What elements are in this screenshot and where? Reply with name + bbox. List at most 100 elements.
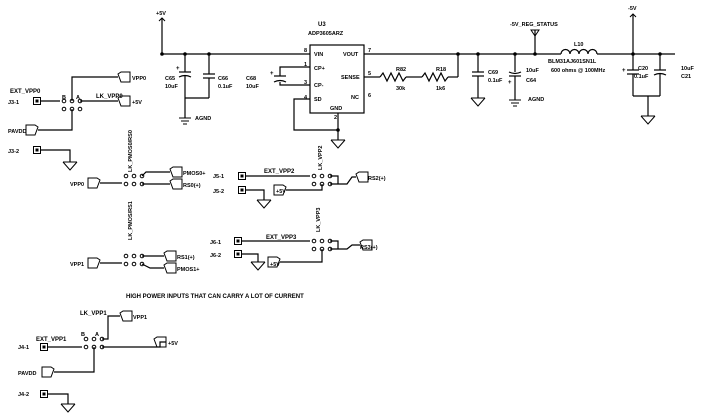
capacitor-c20: C20 0.1uF [627,54,649,96]
svg-text:J3-1: J3-1 [8,100,19,106]
svg-text:+: + [270,71,274,77]
svg-text:C21: C21 [681,74,691,80]
svg-text:CP+: CP+ [314,66,325,72]
svg-text:C64: C64 [526,78,537,84]
minus5v-label: -5V [628,6,637,12]
svg-text:J6-1: J6-1 [210,240,221,246]
svg-text:C66: C66 [218,76,228,82]
svg-text:RS3(+): RS3(+) [360,245,378,251]
svg-text:J5-2: J5-2 [213,189,224,195]
svg-text:600 ohms @ 100MHz: 600 ohms @ 100MHz [551,68,606,74]
svg-text:LK_VPP3: LK_VPP3 [316,208,322,232]
svg-text:B: B [81,332,85,338]
svg-text:VOUT: VOUT [343,52,359,58]
svg-text:3: 3 [304,80,307,86]
svg-text:8: 8 [304,48,307,54]
svg-text:U3: U3 [318,22,326,28]
svg-text:+: + [176,66,180,72]
svg-text:PMOS0+: PMOS0+ [183,171,205,177]
svg-text:VPP1: VPP1 [133,315,147,321]
svg-text:0.1uF: 0.1uF [488,78,503,84]
svg-text:+: + [508,80,512,86]
jumper-lk-pmos0-rs0: LK_PMOS0/RS0 VPP0 PMOS0+ RS0(+) [70,130,205,190]
svg-text:RS2(+): RS2(+) [368,176,386,182]
svg-text:J3-2: J3-2 [8,149,19,155]
plus5v-label: +5V [156,11,166,17]
svg-text:J5-1: J5-1 [213,174,224,180]
svg-text:LK_VPP2: LK_VPP2 [318,146,324,170]
svg-text:SENSE: SENSE [341,75,360,81]
svg-text:EXT_VPP3: EXT_VPP3 [266,235,297,241]
svg-text:VPP0: VPP0 [70,182,84,188]
svg-text:PAVDD: PAVDD [18,371,36,377]
resistor-r82: R82 30k [379,67,407,92]
svg-text:VPP0: VPP0 [132,76,146,82]
capacitor-c66: C66 0.1uF [203,54,233,98]
jumper-lk-vpp3: EXT_VPP3 LK_VPP3 J6-1 RS3(+) J6-2 +5V [210,208,378,271]
svg-text:10uF: 10uF [246,84,259,90]
svg-text:10uF: 10uF [165,84,178,90]
svg-text:J6-2: J6-2 [210,253,221,259]
svg-text:VPP1: VPP1 [70,262,84,268]
svg-text:C69: C69 [488,70,498,76]
svg-text:6: 6 [368,93,371,99]
svg-text:CP-: CP- [314,83,324,89]
capacitor-c64: + 10uF C64 AGND [508,54,544,107]
svg-text:+5V: +5V [132,100,142,106]
svg-text:RS1(+): RS1(+) [177,255,195,261]
svg-text:PMOS1+: PMOS1+ [177,267,199,273]
svg-text:7: 7 [368,48,371,54]
svg-text:J4-2: J4-2 [18,392,29,398]
svg-text:+5V: +5V [270,262,280,268]
svg-text:LK_PMOS0/RS0: LK_PMOS0/RS0 [128,130,134,172]
svg-text:R82: R82 [396,67,406,73]
svg-text:B: B [62,95,66,101]
svg-text:4: 4 [304,95,308,101]
svg-text:0.1uF: 0.1uF [634,74,649,80]
svg-text:A: A [76,95,80,101]
svg-text:A: A [95,332,99,338]
inductor-l10: L10 BLM31AJ601SN1L 600 ohms @ 100MHz [548,42,606,74]
svg-text:ADP3605ARZ: ADP3605ARZ [308,31,344,37]
capacitor-c68: + C68 10uF [246,71,287,90]
svg-text:GND: GND [330,106,342,112]
svg-text:L10: L10 [574,42,583,48]
svg-text:2: 2 [334,115,337,121]
status-label: -5V_REG_STATUS [510,22,558,28]
svg-text:LK_PMOS/RS1: LK_PMOS/RS1 [128,201,134,240]
svg-text:10uF: 10uF [526,68,539,74]
svg-text:BLM31AJ601SN1L: BLM31AJ601SN1L [548,59,597,65]
ic-u3: U3 ADP3605ARZ VIN CP+ CP- SD VOUT SENSE … [304,22,371,121]
svg-text:+5V: +5V [276,189,286,195]
svg-text:RS0(+): RS0(+) [183,183,201,189]
svg-text:NC: NC [351,95,359,101]
resistor-r18: R18 1k6 [421,67,449,92]
rail-plus5v-top: +5V [156,11,166,54]
svg-text:LK_VPP0: LK_VPP0 [96,94,123,100]
svg-text:1k6: 1k6 [436,86,445,92]
svg-text:5: 5 [368,71,371,77]
svg-text:SD: SD [314,97,322,103]
svg-text:EXT_VPP2: EXT_VPP2 [264,169,295,175]
svg-text:C20: C20 [638,66,648,72]
svg-text:+5V: +5V [168,341,178,347]
jumper-lk-vpp2: EXT_VPP2 LK_VPP2 J5-1 RS2(+) J5-2 +5V [213,146,386,209]
agnd-label-1: AGND [195,116,211,122]
svg-text:1: 1 [304,62,307,68]
svg-text:EXT_VPP0: EXT_VPP0 [10,89,41,95]
svg-text:10uF: 10uF [681,66,694,72]
svg-text:PAVDD: PAVDD [8,129,26,135]
agnd-label-2: AGND [528,97,544,103]
svg-text:LK_VPP1: LK_VPP1 [80,311,107,317]
svg-text:0.1uF: 0.1uF [218,84,233,90]
high-power-note: HIGH POWER INPUTS THAT CAN CARRY A LOT O… [126,294,304,300]
svg-text:R18: R18 [436,67,446,73]
svg-text:C68: C68 [246,76,256,82]
jumper-lk-pmos-rs1: LK_PMOS/RS1 VPP1 RS1(+) PMOS1+ [70,201,199,274]
svg-text:30k: 30k [396,86,406,92]
svg-text:+: + [622,68,626,74]
capacitor-c21: + 10uF C21 [622,54,694,96]
svg-text:VIN: VIN [314,52,323,58]
